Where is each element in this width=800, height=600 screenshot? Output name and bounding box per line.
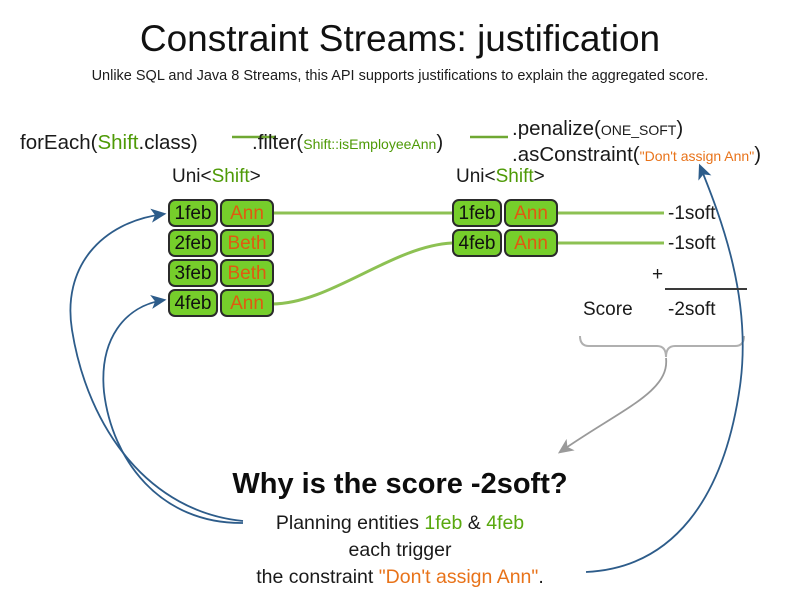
as-constraint-arg: "Don't assign Ann" — [639, 148, 755, 164]
left-shift-row-0[interactable]: 1feb Ann — [168, 199, 274, 227]
foreach-prefix: forEach( — [20, 131, 98, 154]
right-shift-row-0[interactable]: 1feb Ann — [452, 199, 558, 227]
as-constraint-suffix: ) — [754, 143, 762, 166]
filter-arg: Shift::isEmployeeAnn — [303, 136, 437, 152]
right-stream-label-suffix: > — [533, 166, 545, 187]
shift-employee: Ann — [220, 289, 274, 317]
explanation-line-2: each trigger — [348, 539, 452, 561]
left-shift-row-1[interactable]: 2feb Beth — [168, 229, 274, 257]
code-filter: .filter(Shift::isEmployeeAnn) — [252, 131, 443, 155]
filter-suffix: ) — [436, 131, 444, 154]
penalize-prefix: .penalize( — [512, 117, 601, 140]
explanation-ampersand: & — [462, 512, 487, 534]
left-stream-label: Uni<Shift> — [172, 166, 261, 188]
filter-prefix: .filter( — [252, 131, 304, 154]
left-stream-label-prefix: Uni< — [172, 166, 212, 187]
explanation-line-3-prefix: the constraint — [256, 566, 379, 588]
shift-employee: Ann — [504, 199, 558, 227]
penalty-value-1: -1soft — [668, 233, 716, 254]
explanation-constraint-name: "Don't assign Ann" — [378, 566, 539, 588]
stream-link-4feb — [271, 241, 453, 306]
shift-date: 4feb — [452, 229, 502, 257]
right-stream-label-type: Shift — [495, 166, 534, 187]
explanation-line-3-suffix: . — [538, 566, 544, 588]
right-stream-label: Uni<Shift> — [456, 166, 545, 188]
explanation-line-3: the constraint "Don't assign Ann". — [0, 566, 800, 589]
penalize-suffix: ) — [676, 117, 684, 140]
foreach-suffix: .class) — [138, 131, 198, 154]
score-total: -2soft — [668, 299, 716, 320]
code-penalize: .penalize(ONE_SOFT) — [512, 117, 683, 141]
shift-employee: Beth — [220, 229, 274, 257]
code-as-constraint: .asConstraint("Don't assign Ann") — [512, 143, 761, 167]
sum-rule — [665, 288, 747, 290]
code-foreach: forEach(Shift.class) — [20, 131, 198, 155]
shift-date: 4feb — [168, 289, 218, 317]
shift-employee: Beth — [220, 259, 274, 287]
page-subtitle: Unlike SQL and Java 8 Streams, this API … — [91, 68, 709, 84]
shift-employee: Ann — [220, 199, 274, 227]
left-stream-label-suffix: > — [249, 166, 261, 187]
question-heading: Why is the score -2soft? — [232, 468, 568, 500]
explanation-line-1: Planning entities 1feb & 4feb — [0, 512, 800, 535]
left-shift-row-3[interactable]: 4feb Ann — [168, 289, 274, 317]
sum-plus-sign: + — [652, 264, 664, 285]
right-stream-label-prefix: Uni< — [456, 166, 496, 187]
penalize-arg: ONE_SOFT — [600, 122, 677, 138]
left-stream-label-type: Shift — [211, 166, 250, 187]
page-title: Constraint Streams: justification — [139, 18, 661, 59]
score-label: Score — [583, 299, 633, 320]
left-shift-row-2[interactable]: 3feb Beth — [168, 259, 274, 287]
penalty-value-0: -1soft — [668, 203, 716, 224]
right-shift-row-1[interactable]: 4feb Ann — [452, 229, 558, 257]
foreach-type: Shift — [97, 131, 139, 154]
score-brace — [579, 335, 745, 358]
shift-date: 1feb — [168, 199, 218, 227]
explanation-line-1-prefix: Planning entities — [275, 512, 425, 534]
as-constraint-prefix: .asConstraint( — [512, 143, 640, 166]
shift-date: 2feb — [168, 229, 218, 257]
explanation-entity-b: 4feb — [486, 512, 525, 534]
explanation-entity-a: 1feb — [424, 512, 463, 534]
shift-date: 1feb — [452, 199, 502, 227]
shift-employee: Ann — [504, 229, 558, 257]
shift-date: 3feb — [168, 259, 218, 287]
brace-to-question-arrow — [557, 357, 667, 454]
